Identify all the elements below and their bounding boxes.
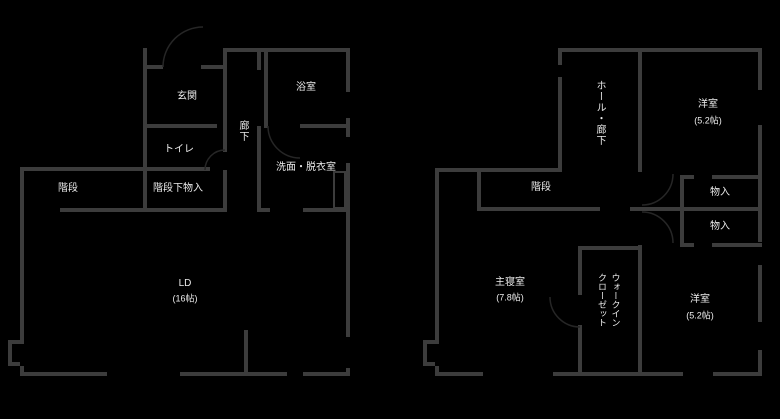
room-size-bedroom-upper: (5.2帖) (694, 115, 722, 126)
door-swing-arcs (162, 26, 674, 328)
room-label-stairs-2f: 階段 (531, 182, 551, 193)
room-label-hall-corridor: ホール・廊下 (594, 80, 605, 146)
room-size-living-dining: (16帖) (172, 293, 198, 304)
room-label-hallway: 廊下 (237, 120, 248, 142)
floor1-walls (8, 48, 350, 376)
room-label-bath: 浴室 (296, 82, 316, 93)
washstand-fixture (333, 171, 346, 209)
room-label-living-dining: LD (178, 278, 192, 289)
room-size-master-bedroom: (7.8帖) (496, 292, 524, 303)
room-label-washroom: 洗面・脱衣室 (276, 162, 336, 173)
room-label-understair-storage: 階段下物入 (153, 183, 203, 194)
room-label-toilet: トイレ (164, 144, 194, 155)
room-label-genkan: 玄関 (177, 91, 197, 102)
room-size-bedroom-lower: (5.2帖) (686, 310, 714, 321)
room-label-storage-upper: 物入 (710, 187, 730, 198)
room-label-walk-in-closet: ウォークイン クローゼット (597, 273, 621, 327)
room-label-storage-lower: 物入 (710, 221, 730, 232)
room-label-master-bedroom: 主寝室 (495, 277, 525, 288)
room-label-bedroom-upper: 洋室 (698, 99, 718, 110)
room-label-bedroom-lower: 洋室 (690, 294, 710, 305)
room-label-stairs-1f: 階段 (58, 183, 78, 194)
